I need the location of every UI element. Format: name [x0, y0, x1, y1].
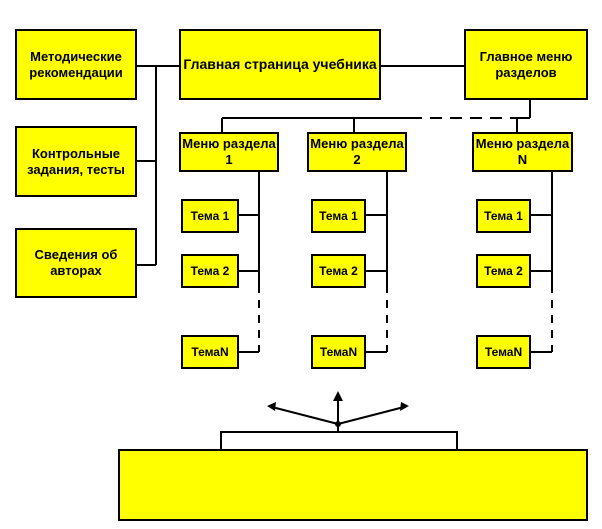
node-authors: Сведения об авторах	[15, 228, 137, 298]
node-sectionn-topic-n: ТемаN	[476, 335, 531, 369]
node-sectionn-topic-2: Тема 2	[476, 254, 531, 288]
node-section-menu-n: Меню раздела N	[472, 132, 573, 172]
node-section-menu-1: Меню раздела 1	[179, 132, 279, 172]
node-section2-topic-1: Тема 1	[311, 199, 366, 233]
node-tests: Контрольные задания, тесты	[15, 126, 137, 197]
node-section2-topic-n: ТемаN	[311, 335, 366, 369]
node-main-menu: Главное меню разделов	[464, 29, 588, 100]
platform-base	[118, 449, 588, 521]
node-section2-topic-2: Тема 2	[311, 254, 366, 288]
node-main-page: Главная страница учебника	[179, 29, 381, 100]
platform-top-bar	[220, 431, 458, 451]
node-section1-topic-2: Тема 2	[181, 254, 239, 288]
node-methodical-recommendations: Методические рекомендации	[15, 29, 137, 100]
node-section-menu-2: Меню раздела 2	[307, 132, 407, 172]
node-section1-topic-1: Тема 1	[181, 199, 239, 233]
node-sectionn-topic-1: Тема 1	[476, 199, 531, 233]
node-section1-topic-n: ТемаN	[181, 335, 239, 369]
